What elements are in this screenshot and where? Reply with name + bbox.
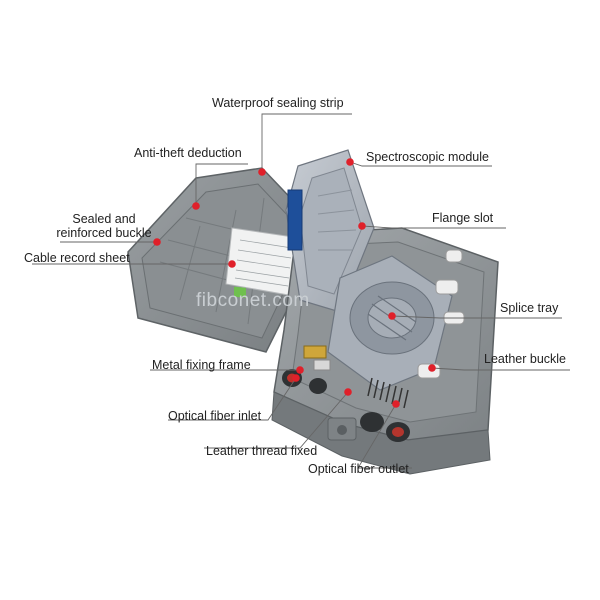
label-spectroscopic-module: Spectroscopic module [366, 150, 489, 164]
box-lid [127, 167, 303, 353]
label-leather-buckle: Leather buckle [484, 352, 567, 366]
label-splice-tray: Splice tray [500, 301, 559, 315]
spectroscopic-module [285, 149, 375, 313]
label-sealed-and: Sealed and [72, 212, 136, 226]
label-flange-slot: Flange slot [432, 211, 494, 225]
label-optical-fiber-inlet: Optical fiber inlet [168, 409, 262, 423]
label-anti-theft-deduction: Anti-theft deduction [134, 146, 242, 160]
label-waterproof-sealing-strip: Waterproof sealing strip [212, 96, 344, 110]
metal-fixing-frame [303, 345, 331, 371]
label-reinforced-buckle: reinforced buckle [56, 226, 152, 240]
leader-lines [32, 113, 570, 469]
label-optical-fiber-outlet: Optical fiber outlet [308, 462, 409, 476]
label-sealed-and-reinforced-buckle: Sealed and reinforced buckle [48, 212, 160, 240]
leather-buckle [417, 249, 465, 379]
optical-fiber-outlet [360, 412, 410, 442]
label-leather-thread-fixed: Leather thread fixed [206, 444, 318, 458]
label-cable-record-sheet: Cable record sheet [24, 251, 130, 265]
callout-markers [153, 158, 436, 408]
splice-tray [327, 255, 453, 391]
label-metal-fixing-frame: Metal fixing frame [152, 358, 251, 372]
watermark: fibconet.com [196, 290, 310, 311]
